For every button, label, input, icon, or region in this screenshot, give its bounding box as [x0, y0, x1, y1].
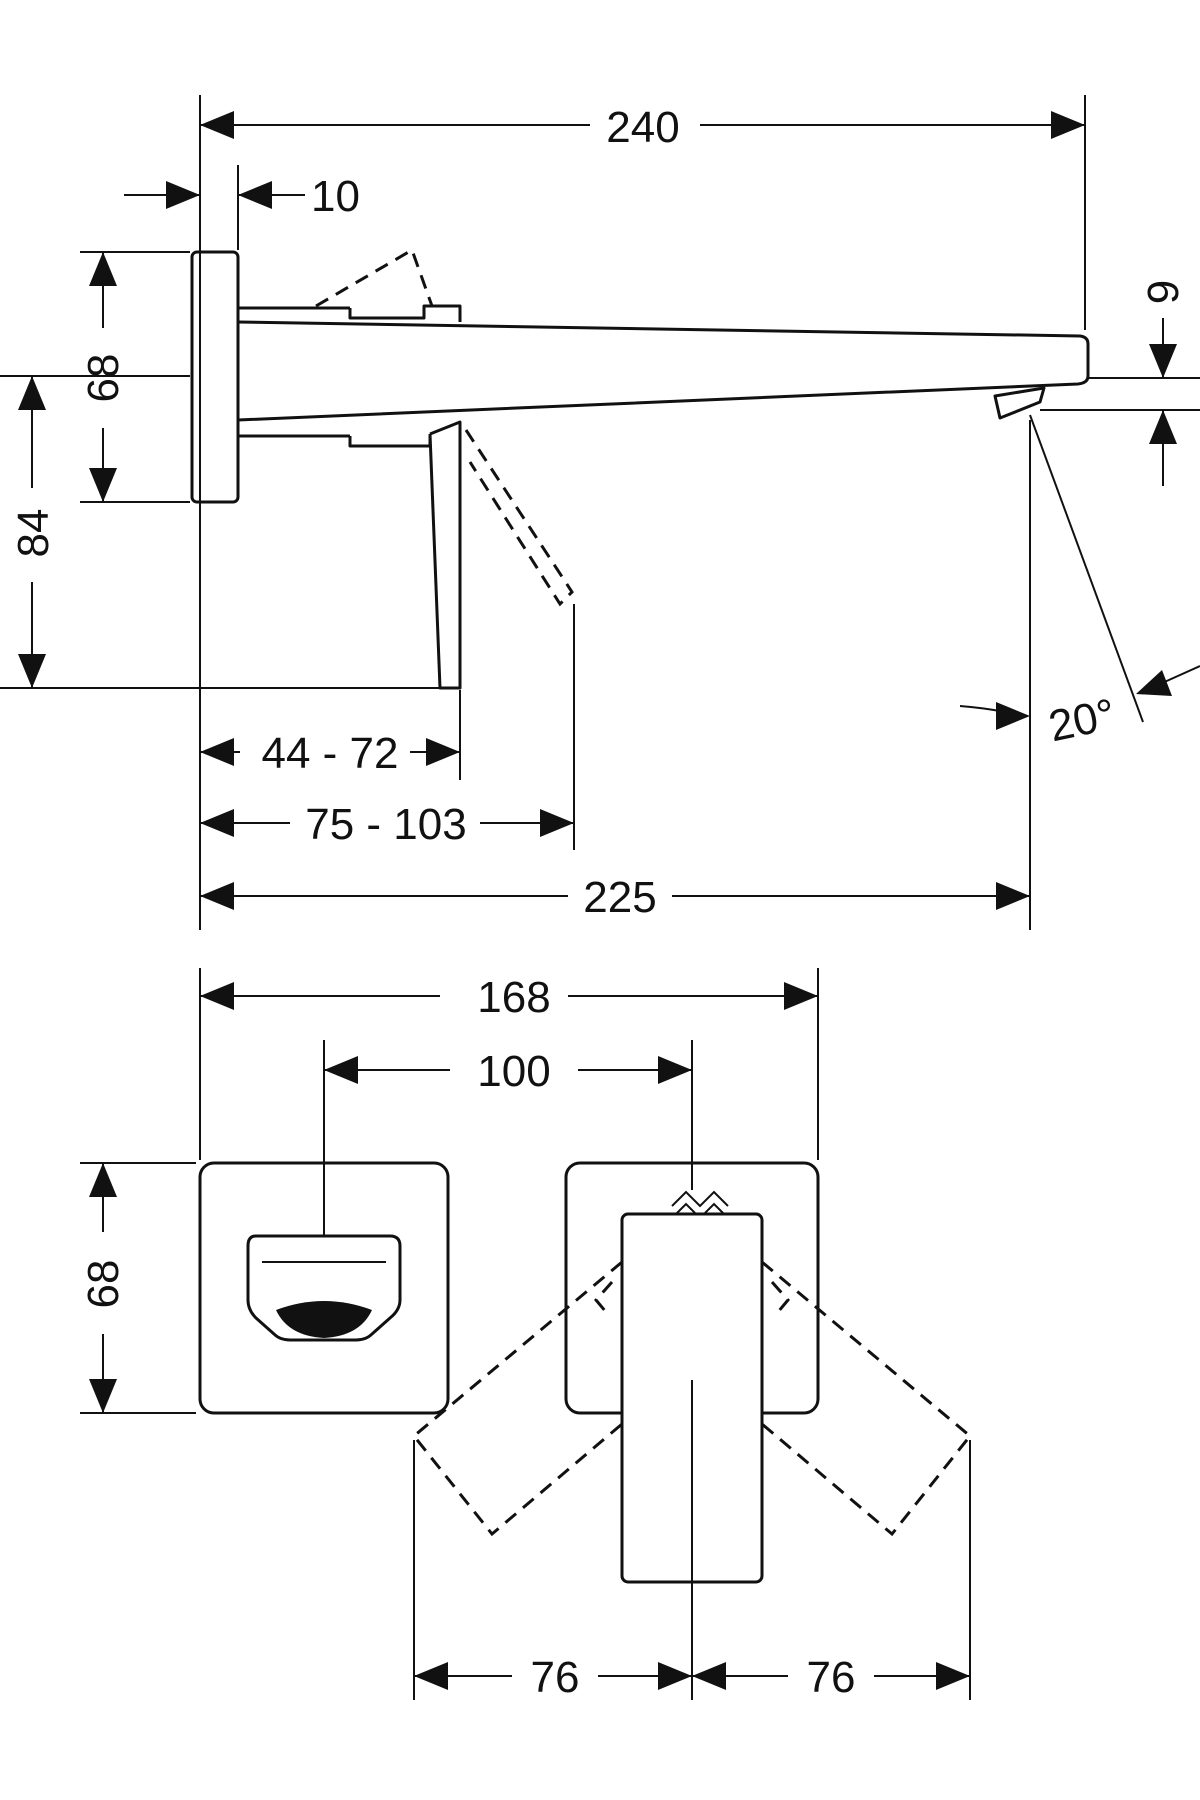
- extension-lines-front: [80, 968, 971, 1700]
- dim-84: 84: [9, 376, 58, 688]
- dim-75-103: 75 - 103: [200, 800, 574, 849]
- dim-84-label: 84: [9, 509, 58, 558]
- dim-76-right: 76: [692, 1653, 970, 1702]
- aerator-opening: [276, 1301, 372, 1338]
- dim-68-front-label: 68: [79, 1260, 128, 1309]
- wall-plate: [190, 250, 240, 504]
- dim-76-right-label: 76: [807, 1653, 856, 1702]
- lever-base-bottom: [348, 436, 432, 448]
- lever-rotated-right: [761, 1260, 973, 1537]
- lever-alt-position-down: [464, 429, 574, 607]
- extension-lines-side: [0, 95, 1200, 930]
- dim-240-label: 240: [606, 103, 679, 152]
- dim-225: 225: [200, 873, 1030, 922]
- dim-100-label: 100: [477, 1047, 550, 1096]
- dim-20-degrees-label: 20°: [1044, 690, 1119, 752]
- lever-alt-position-up: [315, 247, 434, 308]
- dim-68-side-label: 68: [79, 354, 128, 403]
- lever-hinge-left: [594, 1281, 614, 1313]
- dim-44-72-label: 44 - 72: [262, 729, 399, 778]
- dim-75-103-label: 75 - 103: [305, 800, 466, 849]
- dim-68-front: 68: [79, 1163, 128, 1413]
- dim-100: 100: [324, 1047, 692, 1096]
- dim-168-label: 168: [477, 973, 550, 1022]
- lever-base-top: [348, 304, 462, 322]
- dim-9: 9: [1139, 280, 1188, 486]
- lever: [428, 420, 462, 690]
- front-view: [198, 1161, 973, 1584]
- spout-outlet: [246, 1234, 402, 1342]
- lever-rotated-left: [411, 1260, 623, 1537]
- dim-68-side: 68: [79, 252, 128, 502]
- spout-connector: [238, 306, 350, 438]
- spout: [237, 320, 1090, 422]
- dim-20-degrees: 20°: [959, 665, 1200, 752]
- dim-9-label: 9: [1139, 280, 1188, 304]
- dim-168: 168: [200, 973, 818, 1022]
- dim-225-label: 225: [583, 873, 656, 922]
- side-view: [190, 247, 1090, 690]
- dim-76-left: 76: [414, 1653, 692, 1702]
- dim-10-label: 10: [311, 172, 360, 221]
- lever-hinge-right: [770, 1281, 790, 1313]
- dim-44-72: 44 - 72: [200, 729, 460, 778]
- dim-10: 10: [124, 172, 360, 221]
- aerator: [993, 386, 1046, 420]
- dim-240: 240: [200, 103, 1085, 152]
- dim-76-left-label: 76: [531, 1653, 580, 1702]
